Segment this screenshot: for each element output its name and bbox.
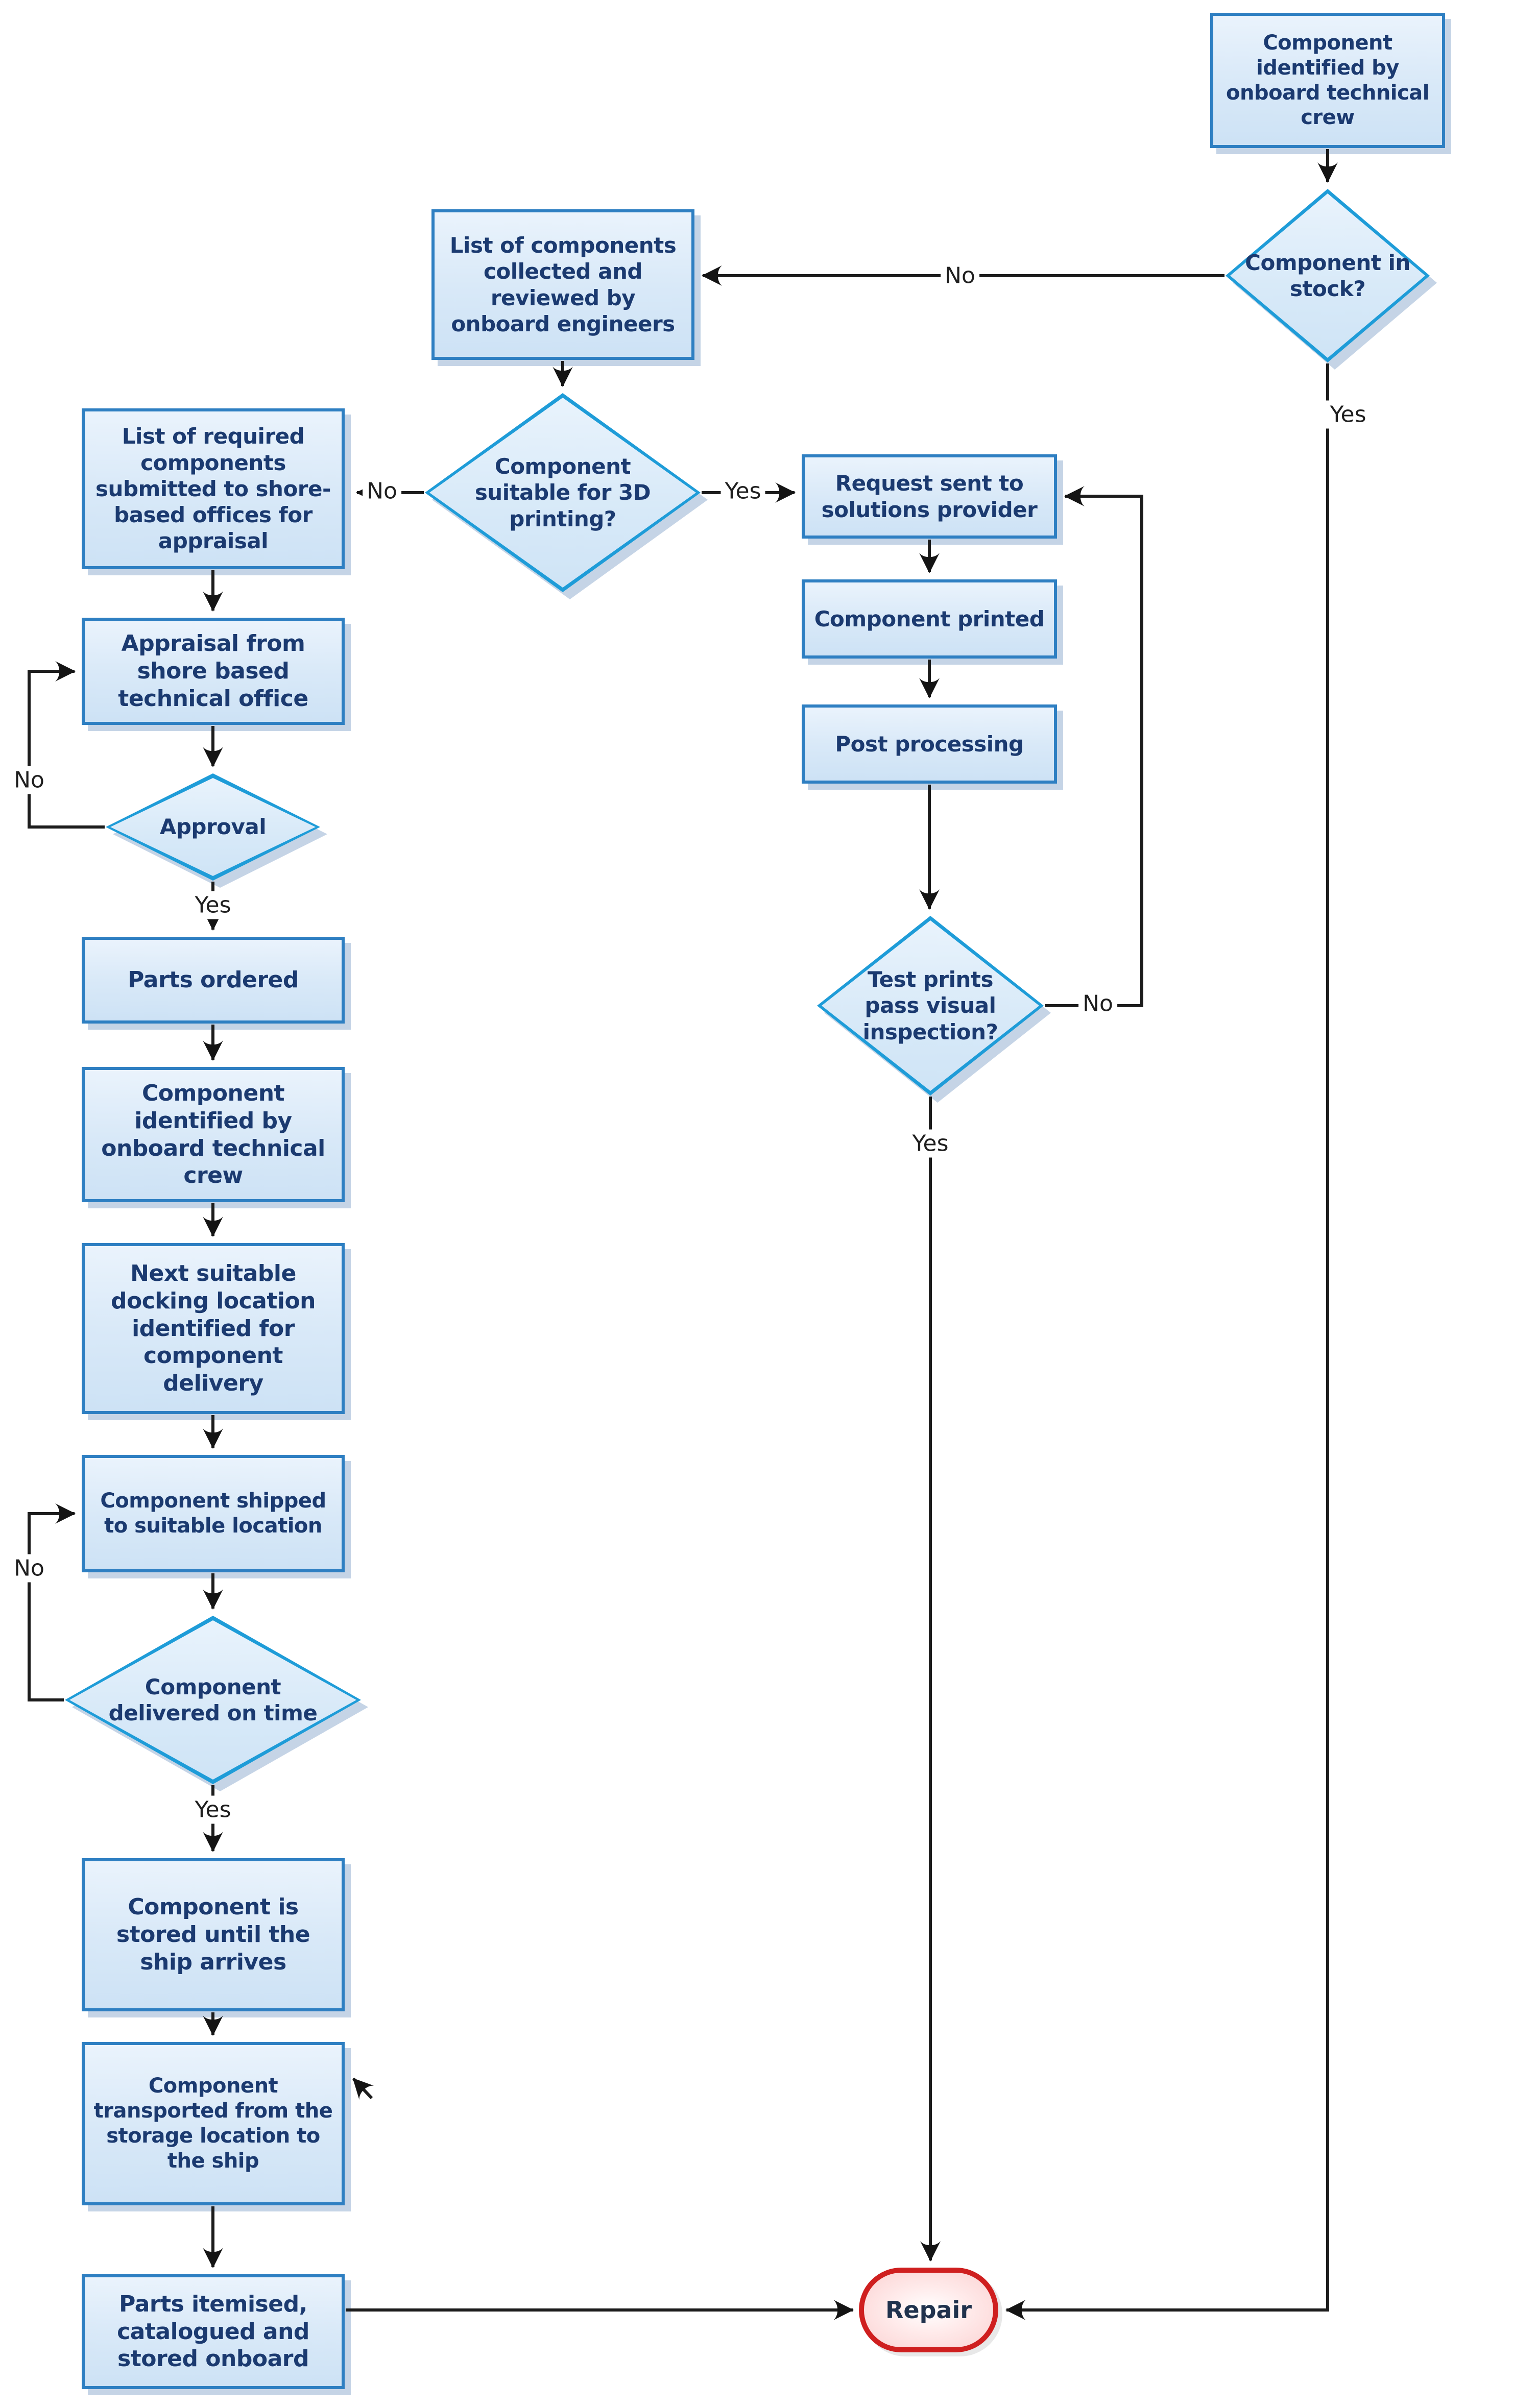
node-label: Component is stored until the ship arriv…: [116, 1894, 310, 1975]
node-label: Component suitable for 3D printing?: [474, 454, 651, 531]
edge-label-in-stock-no: No: [941, 261, 979, 290]
node-label: Component delivered on time: [108, 1674, 318, 1725]
node-label: Component in stock?: [1245, 250, 1410, 301]
node-component-identified-left: Component identified by onboard technica…: [82, 1067, 345, 1202]
edge-label-3d-yes: Yes: [721, 477, 765, 505]
node-label: Next suitable docking location identifie…: [110, 1260, 316, 1396]
node-label: Parts ordered: [128, 967, 299, 993]
node-label: Repair: [885, 2296, 972, 2324]
edge-label-delivered-yes: Yes: [190, 1795, 235, 1824]
edge-label-3d-no: No: [363, 477, 401, 505]
node-suitable-for-3d-printing: Component suitable for 3D printing?: [425, 393, 708, 599]
node-test-prints-pass: Test prints pass visual inspection?: [817, 916, 1051, 1103]
node-label: Component shipped to suitable location: [100, 1489, 326, 1538]
node-label: Component transported from the storage l…: [93, 2074, 333, 2173]
node-label: Component identified by onboard technica…: [1226, 31, 1429, 130]
node-label: List of required components submitted to…: [95, 424, 331, 554]
edge-label-in-stock-yes: Yes: [1326, 400, 1371, 429]
node-component-identified-top: Component identified by onboard technica…: [1210, 13, 1445, 148]
node-request-solutions-provider: Request sent to solutions provider: [802, 454, 1057, 539]
node-parts-ordered: Parts ordered: [82, 937, 345, 1024]
node-list-required-components: List of required components submitted to…: [82, 408, 345, 569]
edge-label-approval-yes: Yes: [190, 891, 235, 919]
node-label: Post processing: [835, 731, 1024, 757]
node-approval: Approval: [106, 773, 327, 888]
node-component-transported: Component transported from the storage l…: [82, 2042, 345, 2205]
edge-label-delivered-no: No: [10, 1554, 49, 1583]
edge-label-approval-no: No: [10, 766, 49, 794]
node-component-stored: Component is stored until the ship arriv…: [82, 1858, 345, 2011]
node-component-in-stock: Component in stock?: [1226, 189, 1437, 370]
node-repair: Repair: [859, 2268, 998, 2352]
node-label: Approval: [159, 814, 267, 840]
node-next-docking-location: Next suitable docking location identifie…: [82, 1243, 345, 1414]
node-delivered-on-time: Component delivered on time: [65, 1616, 368, 1791]
node-component-printed: Component printed: [802, 579, 1057, 659]
node-appraisal-shore-office: Appraisal from shore based technical off…: [82, 618, 345, 725]
node-label: Request sent to solutions provider: [821, 471, 1038, 522]
node-label: Component identified by onboard technica…: [101, 1080, 325, 1189]
node-list-components-collected: List of components collected and reviewe…: [431, 209, 694, 360]
node-label: Parts itemised, catalogued and stored on…: [117, 2291, 309, 2372]
edge-label-testprints-yes: Yes: [908, 1129, 953, 1158]
node-post-processing: Post processing: [802, 704, 1057, 784]
node-label: List of components collected and reviewe…: [449, 233, 677, 336]
node-label: Appraisal from shore based technical off…: [118, 630, 308, 712]
edge-label-testprints-no: No: [1078, 989, 1117, 1018]
node-parts-itemised: Parts itemised, catalogued and stored on…: [82, 2274, 345, 2389]
node-label: Component printed: [814, 606, 1045, 631]
node-component-shipped: Component shipped to suitable location: [82, 1455, 345, 1572]
node-label: Test prints pass visual inspection?: [862, 967, 998, 1044]
